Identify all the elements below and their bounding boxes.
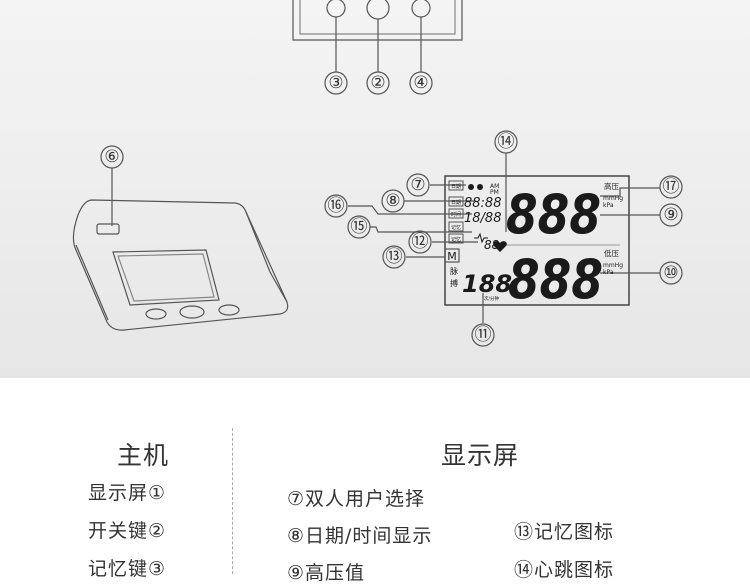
lcd-diastolic-mmhg: mmHg [603, 262, 623, 269]
button-3-shape [326, 0, 346, 18]
callout-circle-12 [408, 230, 432, 254]
callout-circle-7 [406, 173, 430, 197]
lcd-user-box-label: 日期 [451, 184, 461, 190]
legend-item-user-select: ⑦双人用户选择 [287, 488, 426, 510]
callout-circle-4 [409, 71, 433, 95]
right-column-title: 显示屏 [441, 441, 520, 470]
callout-circle-2 [366, 71, 390, 95]
callout-7: ⑦ [410, 175, 425, 195]
callout-circle-14 [494, 130, 518, 154]
device-front-edge [75, 244, 109, 321]
legend-item-date-time: ⑧日期/时间显示 [287, 525, 433, 547]
callout-circle-6 [100, 145, 124, 169]
device-button-b [179, 305, 205, 319]
callout-6: ⑥ [104, 147, 119, 167]
button-2-shape [366, 0, 390, 20]
button-4-shape [411, 0, 431, 18]
monitor-diagram: ③ ② ④ ⑥ ⑦ ⑧ ⑨ ⑩ ⑪ ⑫ ⑬ ⑭ ⑮ ⑯ ⑰ 日期 日期 时间 记… [72, 0, 683, 347]
callout-8: ⑧ [385, 191, 400, 211]
callout-2: ② [370, 73, 385, 93]
lcd-systolic-digits: 888 [506, 183, 601, 246]
lcd-time-box-label: 时间 [451, 211, 461, 218]
lcd-pulse-label-2: 搏 [450, 278, 458, 288]
legend-item-display: 显示屏① [88, 482, 167, 504]
legend-item-heartbeat-icon: ⑭心跳图标 [514, 559, 615, 581]
lcd-systolic-kpa: kPa [603, 202, 614, 209]
lcd-date-digits: 18/88 [464, 211, 501, 226]
device-body-outline [72, 199, 289, 331]
left-column-title: 主机 [117, 441, 170, 470]
ekg-icon [474, 232, 488, 244]
callout-circle-9 [659, 203, 683, 227]
callout-circle-13 [382, 245, 406, 269]
callout-circle-3 [324, 71, 348, 95]
legend-item-memory-icon: ⑬记忆图标 [514, 521, 615, 543]
callout-circle-15 [347, 215, 371, 239]
callout-3: ③ [328, 73, 343, 93]
lcd-frame [444, 175, 630, 306]
callout-11: ⑪ [475, 325, 492, 345]
device-button-c [218, 304, 240, 316]
lcd-box-15-label: 记忆 [451, 224, 461, 231]
heart-icon [493, 241, 507, 252]
lcd-diastolic-digits: 888 [508, 248, 603, 311]
callout-14: ⑭ [498, 132, 515, 152]
callout-10: ⑩ [663, 263, 678, 283]
callout-13: ⑬ [386, 247, 403, 267]
lcd-diastolic-label: 低压 [604, 248, 619, 258]
device-button-a [145, 308, 167, 320]
leader-17 [600, 187, 660, 197]
legend-item-systolic: ⑨高压值 [287, 562, 366, 584]
callout-9: ⑨ [663, 205, 678, 225]
callout-circle-10 [659, 261, 683, 285]
device-side-edge [245, 211, 288, 303]
lcd-am: AM [490, 183, 499, 190]
lcd-date-box-label: 日期 [451, 200, 461, 206]
lcd-box-12 [448, 233, 464, 244]
user-1-icon [468, 184, 474, 190]
device-screen-inner [117, 253, 215, 302]
leader-16 [348, 205, 472, 215]
callout-circle-16 [324, 194, 348, 218]
lcd-pulse-unit: 次/分钟 [484, 295, 500, 302]
callout-circle-8 [381, 189, 405, 213]
lcd-time-digits: 88:88 [464, 196, 501, 211]
lcd-diastolic-kpa: kPa [603, 269, 614, 276]
device-screen-outline [112, 249, 220, 306]
lcd-box-15 [448, 221, 464, 232]
callout-17: ⑰ [663, 177, 680, 197]
lcd-pulse-digits: 188 [462, 270, 512, 298]
lcd-memory-mark: M [447, 250, 457, 263]
legend-panel [0, 378, 750, 574]
callout-16: ⑯ [328, 196, 345, 216]
callout-12: ⑫ [412, 232, 429, 252]
user-2-icon [477, 184, 483, 190]
callout-circle-17 [659, 175, 683, 199]
legend-item-power-key: 开关键② [88, 520, 167, 542]
callout-circle-11 [471, 323, 495, 347]
device-port [96, 223, 120, 235]
lcd-box-12-label: 记忆 [451, 236, 461, 243]
lcd-systolic-label: 高压 [604, 181, 619, 191]
lcd-pm: PM [490, 189, 499, 196]
lcd-systolic-mmhg: mmHg [603, 195, 623, 202]
diagram-panel: ③ ② ④ ⑥ ⑦ ⑧ ⑨ ⑩ ⑪ ⑫ ⑬ ⑭ ⑮ ⑯ ⑰ 日期 日期 时间 记… [0, 0, 750, 378]
column-divider [232, 428, 233, 574]
lcd-memory-box [444, 248, 460, 263]
callout-15: ⑮ [351, 217, 368, 237]
legend-item-memory-key: 记忆键③ [88, 558, 167, 580]
lcd-pulse-label-1: 脉 [450, 266, 458, 276]
callout-4: ④ [413, 73, 428, 93]
